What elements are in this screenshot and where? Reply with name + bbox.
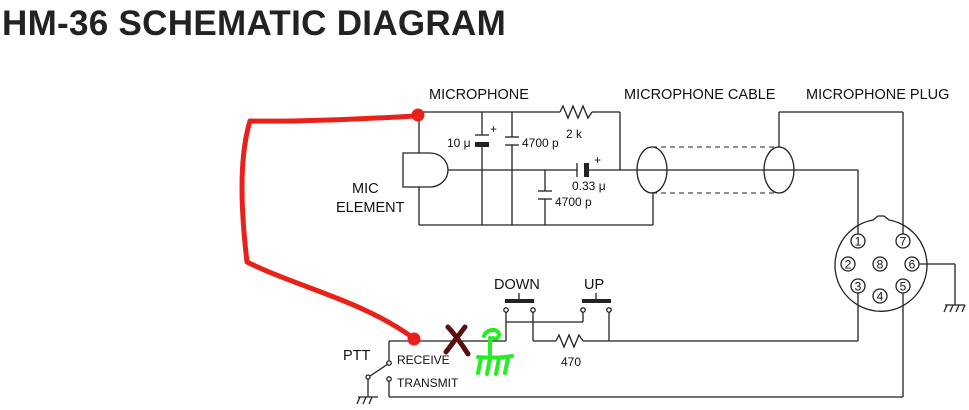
capacitor-033u-polarity: + bbox=[594, 153, 601, 167]
down-label: DOWN bbox=[494, 277, 540, 293]
plug-pin-5: 5 bbox=[900, 280, 907, 294]
green-ground-sketch-icon bbox=[476, 327, 514, 376]
microphone-circuit bbox=[418, 111, 858, 226]
plug-pin-4: 4 bbox=[877, 290, 884, 304]
down-button bbox=[503, 293, 536, 313]
plug-pin-8: 8 bbox=[877, 258, 884, 272]
plug-pin-7: 7 bbox=[900, 235, 907, 249]
resistor-2k-label: 2 k bbox=[566, 127, 583, 141]
plug-pin-3: 3 bbox=[855, 280, 862, 294]
mic-element-label-line2: ELEMENT bbox=[336, 200, 405, 216]
microphone-plug-label: MICROPHONE PLUG bbox=[806, 87, 949, 103]
capacitor-033u-label: 0.33 μ bbox=[572, 179, 606, 193]
microphone-label: MICROPHONE bbox=[429, 87, 529, 103]
capacitor-4700p-top bbox=[505, 136, 519, 146]
cross-mark-icon bbox=[443, 324, 471, 357]
microphone-cable bbox=[636, 111, 904, 234]
plug-pin-1: 1 bbox=[855, 235, 862, 249]
red-markup-wire bbox=[239, 113, 418, 340]
resistor-470 bbox=[555, 333, 584, 349]
capacitor-10u bbox=[475, 134, 489, 147]
microphone-cable-label: MICROPHONE CABLE bbox=[624, 87, 776, 103]
capacitor-4700p-bottom-label: 4700 p bbox=[555, 195, 592, 209]
ptt-switch bbox=[356, 340, 903, 405]
capacitor-4700p-bottom bbox=[538, 190, 552, 200]
up-button bbox=[580, 293, 612, 313]
red-markup-dot-top bbox=[411, 108, 425, 122]
up-label: UP bbox=[584, 277, 604, 293]
capacitor-10u-polarity: + bbox=[490, 122, 497, 136]
page-title: HM-36 SCHEMATIC DIAGRAM bbox=[2, 4, 507, 43]
updown-wiring bbox=[470, 312, 858, 342]
receive-label: RECEIVE bbox=[397, 353, 450, 367]
capacitor-033u bbox=[576, 163, 589, 177]
mic-element-icon bbox=[402, 152, 449, 188]
pin6-ground bbox=[919, 263, 966, 313]
transmit-label: TRANSMIT bbox=[397, 376, 459, 390]
resistor-470-label: 470 bbox=[561, 355, 581, 369]
resistor-2k bbox=[559, 104, 593, 120]
mic-element-label-line1: MIC bbox=[352, 181, 379, 197]
plug-pin-2: 2 bbox=[845, 258, 852, 272]
ptt-label: PTT bbox=[343, 348, 371, 364]
plug-pin-6: 6 bbox=[909, 258, 916, 272]
capacitor-10u-label: 10 μ bbox=[447, 136, 471, 150]
red-markup-dot-bottom bbox=[407, 332, 421, 346]
capacitor-4700p-top-label: 4700 p bbox=[522, 136, 559, 150]
